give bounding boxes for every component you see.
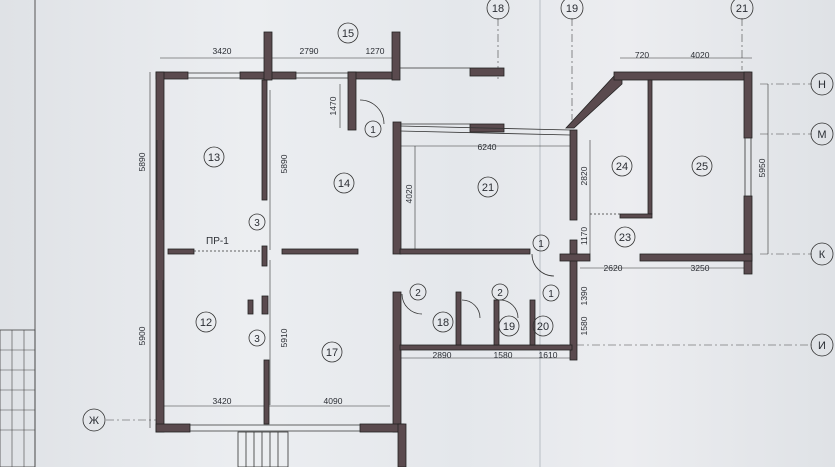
- door-number: 1: [370, 125, 376, 136]
- room-bubble-18: [432, 311, 454, 333]
- dim-inner: 1170: [579, 227, 589, 246]
- room-bubble-17: [321, 341, 343, 363]
- axis-label-zh: Ж: [89, 415, 99, 427]
- door-swings: [359, 99, 555, 319]
- room-number-12: 12: [200, 317, 212, 329]
- room-bubble-20: [532, 315, 554, 337]
- room-number-23: 23: [619, 232, 631, 244]
- dim-left: 5900: [137, 326, 147, 345]
- dim-inner: 2820: [579, 166, 589, 185]
- dimension-lines: [149, 57, 769, 428]
- walls: [155, 31, 753, 467]
- axis-bubble-n: [810, 72, 834, 96]
- dim-inner: 6240: [478, 142, 497, 152]
- room-number-17: 17: [326, 347, 338, 359]
- dim-inner: 5910: [279, 328, 289, 347]
- axis-label-19: 19: [566, 3, 578, 15]
- axis-label-21: 21: [736, 3, 748, 15]
- window-lines: [156, 67, 752, 432]
- dim-top: 4020: [691, 50, 710, 60]
- dim-inner: 1580: [579, 316, 589, 335]
- dim-top: 720: [635, 50, 649, 60]
- dim-inner: 5890: [279, 154, 289, 173]
- room-number-25: 25: [696, 161, 708, 173]
- dim-bottom: 1610: [539, 350, 558, 360]
- door-bubble: [364, 120, 382, 138]
- axis-bubble-m: [810, 122, 834, 146]
- room-number-14: 14: [338, 178, 350, 190]
- axis-label-i: И: [818, 340, 826, 352]
- room-bubble-14: [333, 172, 355, 194]
- axis-label-m: М: [817, 129, 826, 141]
- room-labels: 13 14 12 17 21 24 25 23 18 19 20 15: [195, 22, 713, 363]
- room-number-13: 13: [208, 152, 220, 164]
- dim-bottom: 1580: [494, 350, 513, 360]
- axis-label-18: 18: [492, 3, 504, 15]
- room-number-18: 18: [437, 317, 449, 329]
- dim-top: 3420: [213, 46, 232, 56]
- title-block: [0, 329, 36, 467]
- dim-top: 2790: [300, 46, 319, 56]
- room-number-24: 24: [616, 161, 628, 173]
- axis-label-n: Н: [818, 79, 826, 91]
- dim-bottom: 3250: [691, 263, 710, 273]
- dim-bottom: 3420: [213, 396, 232, 406]
- door-bubble: [532, 234, 550, 252]
- dim-left: 5890: [137, 152, 147, 171]
- opening-label-pr1: ПР-1: [206, 236, 229, 247]
- room-number-20: 20: [537, 321, 549, 333]
- room-number-21: 21: [482, 182, 494, 194]
- dim-bottom: 2620: [604, 263, 623, 273]
- room-bubble-19: [498, 315, 520, 337]
- axis-bubble-i: [810, 333, 834, 357]
- dimension-labels: 3420 2790 1270 720 4020 5890 5900 5890 4…: [137, 46, 767, 406]
- door-bubble: [409, 283, 427, 301]
- axis-bubble-k: [810, 242, 834, 266]
- door-marks: 1 1 1 2 2 3 3 ПР-1: [206, 120, 560, 347]
- dim-inner: 5950: [757, 158, 767, 177]
- room-bubble-23: [614, 226, 636, 248]
- axis-bubbles: 18 19 21 Н М К И Ж: [82, 0, 834, 432]
- room-bubble-13: [203, 146, 225, 168]
- door-bubble: [542, 284, 560, 302]
- dim-inner: 1470: [328, 96, 338, 115]
- dim-inner: 4020: [404, 184, 414, 203]
- room-bubble-24: [611, 155, 633, 177]
- room-bubble-12: [195, 311, 217, 333]
- dim-inner: 1390: [579, 286, 589, 305]
- dim-bottom: 4090: [324, 396, 343, 406]
- stairs: [237, 431, 289, 467]
- door-number: 3: [254, 218, 260, 229]
- door-number: 2: [497, 288, 503, 299]
- door-number: 3: [254, 334, 260, 345]
- axis-label-k: К: [819, 249, 826, 261]
- room-bubble-25: [691, 155, 713, 177]
- axis-bubble-zh: [82, 408, 106, 432]
- axis-bubble-21: [730, 0, 754, 20]
- dim-bottom: 2890: [433, 350, 452, 360]
- door-bubble: [248, 213, 266, 231]
- room-number-19: 19: [503, 321, 515, 333]
- room-bubble-21: [477, 176, 499, 198]
- dim-top: 1270: [366, 46, 385, 56]
- door-bubble: [248, 329, 266, 347]
- door-bubble: [491, 283, 509, 301]
- door-number: 1: [538, 239, 544, 250]
- axis-bubble-18: [486, 0, 510, 20]
- door-number: 2: [415, 288, 421, 299]
- room-bubble-15: [337, 22, 359, 44]
- axis-bubble-19: [560, 0, 584, 20]
- door-number: 1: [548, 289, 554, 300]
- room-number-15: 15: [342, 28, 354, 40]
